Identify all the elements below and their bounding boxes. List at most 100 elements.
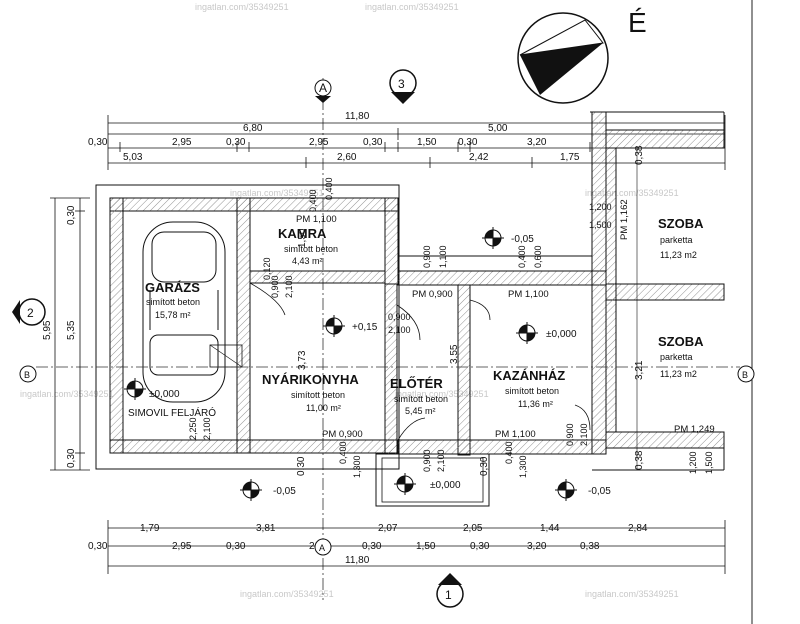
svg-text:1,300: 1,300: [518, 455, 528, 478]
svg-text:15,78 m²: 15,78 m²: [155, 310, 191, 320]
svg-text:GARÁZS: GARÁZS: [145, 280, 200, 295]
svg-text:simított beton: simított beton: [146, 297, 200, 307]
svg-text:5,03: 5,03: [123, 152, 143, 163]
svg-text:1,44: 1,44: [540, 523, 560, 534]
svg-text:parketta: parketta: [660, 352, 693, 362]
svg-text:SZOBA: SZOBA: [658, 334, 704, 349]
svg-text:0,900: 0,900: [422, 245, 432, 268]
svg-text:2,84: 2,84: [628, 523, 648, 534]
walls-right-building: [397, 111, 725, 471]
svg-text:PM 1,162: PM 1,162: [619, 199, 630, 240]
level-marker: -0,05: [482, 227, 534, 249]
svg-text:A: A: [319, 81, 327, 95]
svg-text:KAZÁNHÁZ: KAZÁNHÁZ: [493, 368, 565, 383]
svg-text:1,75: 1,75: [560, 152, 580, 163]
car-icon: [142, 221, 226, 403]
svg-text:0,30: 0,30: [362, 541, 382, 552]
axis-marker-1: 1: [436, 573, 464, 608]
watermark: ingatlan.com/35349251: [585, 188, 679, 198]
svg-text:0,30: 0,30: [470, 541, 490, 552]
svg-text:1,79: 1,79: [140, 523, 160, 534]
room-szoba-2: SZOBA parketta 11,23 m2: [658, 334, 704, 379]
svg-text:ELŐTÉR: ELŐTÉR: [390, 376, 443, 391]
svg-text:KAMRA: KAMRA: [278, 226, 327, 241]
svg-text:6,80: 6,80: [243, 123, 263, 134]
svg-text:2,95: 2,95: [172, 137, 192, 148]
level-marker: ±0,000: [124, 378, 180, 400]
dimensions-bottom: [107, 520, 726, 574]
svg-text:SZOBA: SZOBA: [658, 216, 704, 231]
roof-outline: [95, 184, 400, 470]
svg-text:PM 1,249: PM 1,249: [674, 424, 715, 435]
svg-text:0,900: 0,900: [422, 449, 432, 472]
svg-text:1,50: 1,50: [297, 228, 308, 248]
svg-text:B: B: [24, 370, 30, 380]
svg-text:1,100: 1,100: [438, 245, 448, 268]
svg-text:B: B: [742, 370, 748, 380]
axis-marker-3: 3: [389, 69, 417, 104]
room-nyarikonyha: NYÁRIKONYHA simított beton 11,00 m²: [262, 372, 359, 413]
svg-text:3: 3: [398, 77, 405, 91]
room-szoba-1: SZOBA parketta 11,23 m2: [658, 216, 704, 260]
room-kazanhaz: KAZÁNHÁZ simított beton 11,36 m²: [493, 368, 565, 409]
level-markers: -0,05 +0,15 ±0,000 ±0,000 -0,05: [124, 227, 611, 501]
svg-text:±0,000: ±0,000: [149, 389, 180, 400]
svg-text:2,95: 2,95: [309, 137, 329, 148]
svg-text:11,23 m2: 11,23 m2: [660, 250, 697, 260]
svg-text:0,30: 0,30: [66, 205, 77, 225]
svg-text:PM 0,900: PM 0,900: [412, 289, 453, 300]
svg-text:PM 0,900: PM 0,900: [322, 429, 363, 440]
watermark: ingatlan.com/35349251: [20, 389, 114, 399]
svg-text:2,05: 2,05: [463, 523, 483, 534]
svg-text:0,38: 0,38: [580, 541, 600, 552]
svg-text:0,30: 0,30: [88, 137, 108, 148]
section-marker-a-top: A: [314, 78, 332, 600]
svg-text:±0,000: ±0,000: [546, 329, 577, 340]
svg-text:-0,05: -0,05: [511, 234, 534, 245]
svg-text:0,38: 0,38: [634, 450, 645, 470]
svg-text:1,500: 1,500: [704, 451, 714, 474]
svg-text:5,95: 5,95: [42, 320, 53, 340]
watermark: ingatlan.com/35349251: [365, 2, 459, 12]
svg-text:2: 2: [27, 306, 34, 320]
svg-text:1,500: 1,500: [589, 220, 612, 230]
svg-text:parketta: parketta: [660, 235, 693, 245]
watermark: ingatlan.com/35349251: [240, 589, 334, 599]
svg-text:3,73: 3,73: [297, 350, 308, 370]
svg-text:2,42: 2,42: [469, 152, 489, 163]
svg-text:simított beton: simított beton: [291, 390, 345, 400]
room-garazs: GARÁZS simított beton 15,78 m²: [145, 280, 200, 320]
svg-text:1,300: 1,300: [352, 455, 362, 478]
svg-text:0,600: 0,600: [533, 245, 543, 268]
watermark: ingatlan.com/35349251: [395, 389, 489, 399]
svg-text:0,120: 0,120: [262, 257, 272, 280]
svg-text:11,23 m2: 11,23 m2: [660, 369, 697, 379]
dimension-labels-top: 11,80 6,80 5,00 0,30 2,95 0,30 2,95 0,30…: [88, 111, 580, 163]
svg-text:0,38: 0,38: [634, 145, 645, 165]
svg-text:5,00: 5,00: [488, 123, 508, 134]
level-marker: -0,05: [240, 479, 296, 501]
svg-text:-0,05: -0,05: [273, 486, 296, 497]
room-kamra: KAMRA simított beton 4,43 m²: [278, 226, 338, 266]
svg-text:0,30: 0,30: [296, 456, 307, 476]
svg-text:2,60: 2,60: [337, 152, 357, 163]
svg-text:3,20: 3,20: [527, 137, 547, 148]
dimension-labels-bottom: 1,79 3,81 2,07 2,05 1,44 2,84 0,30 2,95 …: [88, 523, 648, 566]
watermark: ingatlan.com/35349251: [230, 188, 324, 198]
dimensions-left: [50, 197, 90, 471]
svg-text:-0,05: -0,05: [588, 486, 611, 497]
svg-text:0,400: 0,400: [338, 441, 348, 464]
svg-text:0,30: 0,30: [66, 448, 77, 468]
svg-text:3,20: 3,20: [527, 541, 547, 552]
svg-text:0,400: 0,400: [324, 177, 334, 200]
svg-text:5,45 m²: 5,45 m²: [405, 406, 436, 416]
svg-text:PM 1,100: PM 1,100: [495, 429, 536, 440]
svg-text:1,50: 1,50: [416, 541, 436, 552]
svg-text:2,100: 2,100: [579, 423, 589, 446]
watermark: ingatlan.com/35349251: [195, 2, 289, 12]
svg-text:PM 1,100: PM 1,100: [296, 214, 337, 225]
opening-labels: PM 1,100 PM 0,900 PM 1,100 PM 0,900 PM 1…: [188, 177, 715, 478]
svg-text:2: 2: [309, 541, 315, 552]
entrance-porch: [375, 453, 490, 507]
axis-marker-2: 2: [12, 298, 46, 326]
